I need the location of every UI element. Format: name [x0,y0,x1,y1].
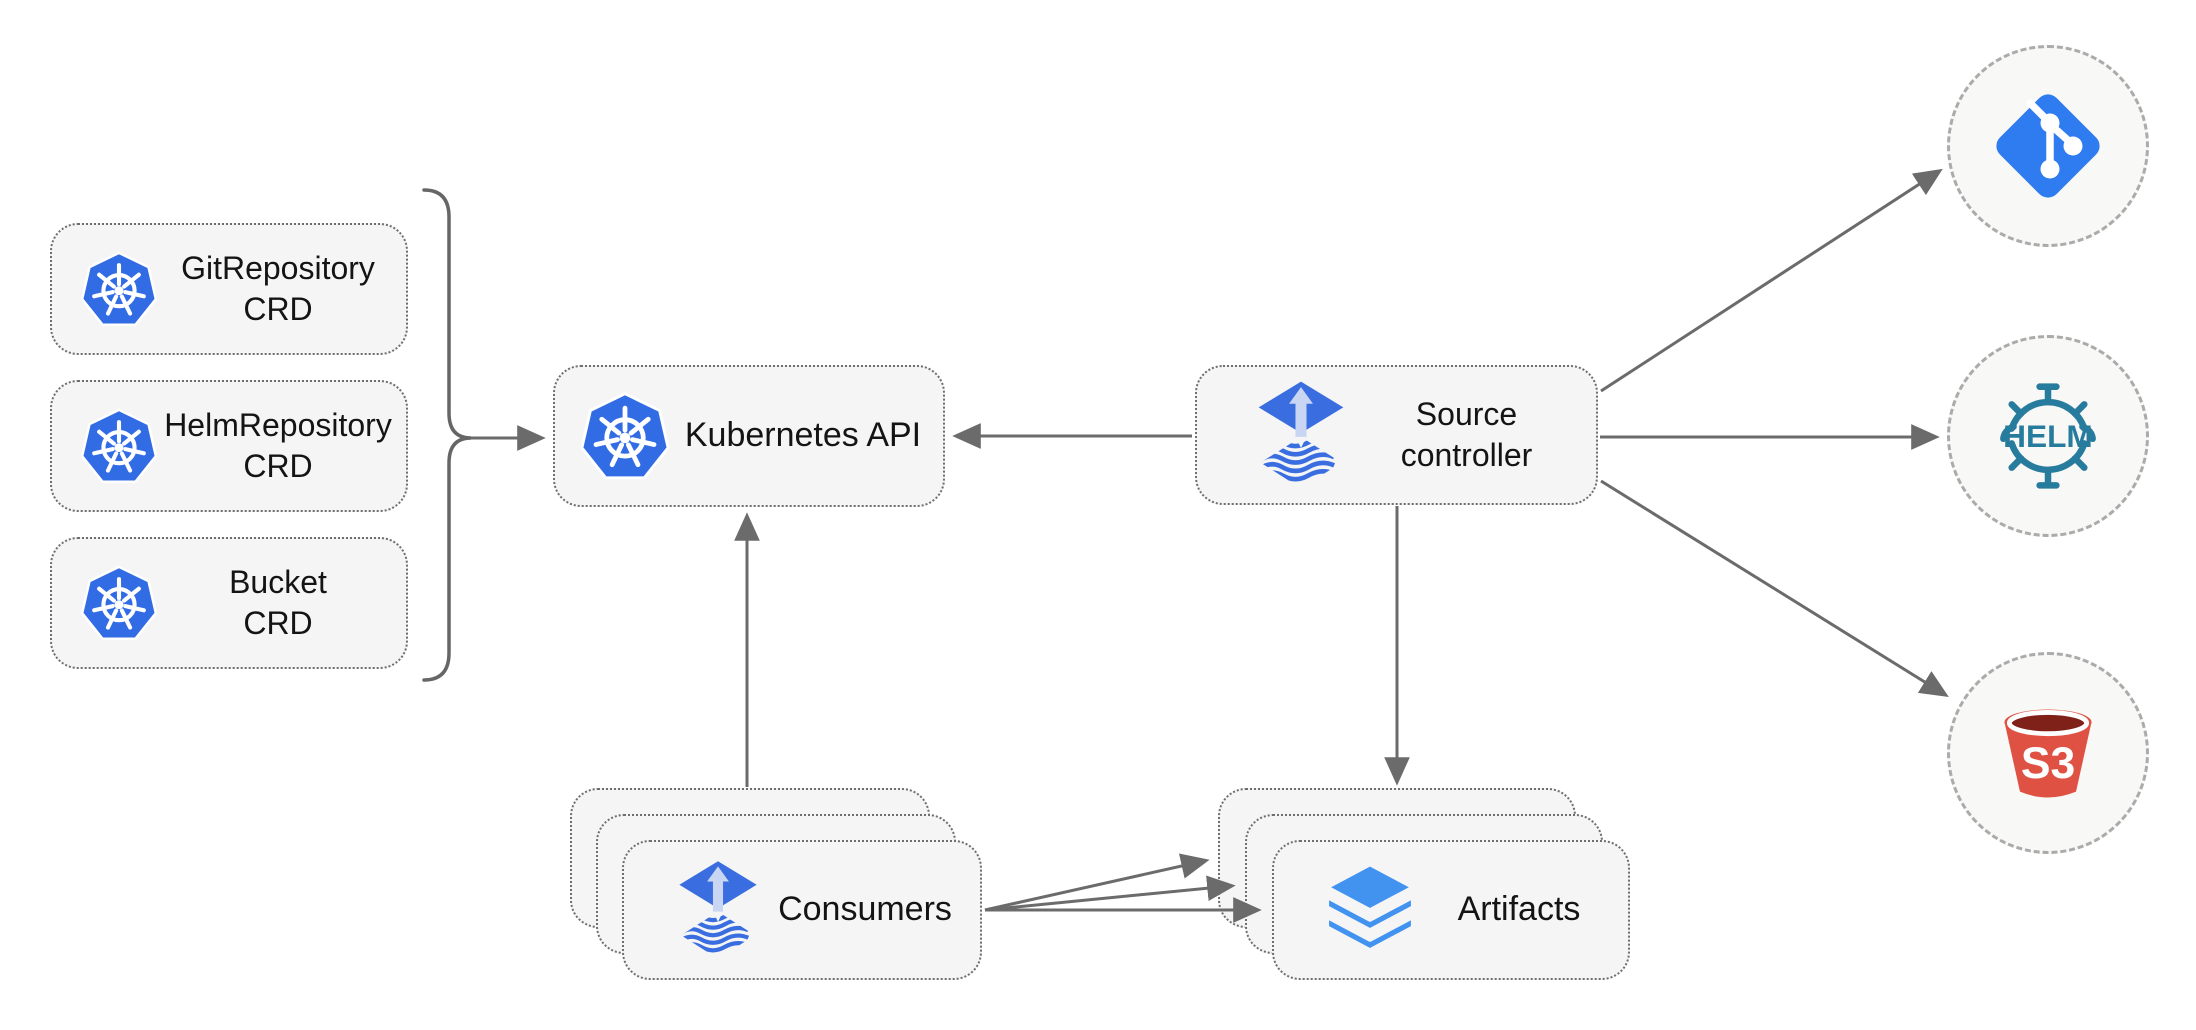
kubernetes-logo-icon [78,405,160,487]
source-line2: controller [1400,437,1533,473]
edge-consumers-to-artifacts-2 [984,875,1236,912]
layers-icon [1320,860,1420,960]
circle-git [1947,45,2149,247]
crd-suffix: CRD [243,448,313,484]
node-gitrepository-crd: GitRepository CRD [50,223,408,355]
flux-logo-icon [1255,379,1347,491]
flux-logo-icon [676,859,760,961]
artifacts-label: Artifacts [1457,890,1581,929]
node-helmrepository-crd: HelmRepository CRD [50,380,408,512]
s3-bucket-icon: S3 [1990,695,2106,811]
node-label: GitRepository CRD [160,248,406,330]
kubernetes-api-label: Kubernetes API [684,416,922,455]
edge-source-to-git [1600,168,1943,393]
crd-suffix: CRD [243,605,313,641]
crd-suffix: CRD [243,291,313,327]
node-bucket-crd: Bucket CRD [50,537,408,669]
git-logo-icon [1986,84,2110,208]
source-line1: Source [1415,396,1518,433]
crd-name: Bucket [229,564,327,601]
crd-name: GitRepository [181,250,375,287]
node-kubernetes-api: Kubernetes API [553,365,945,507]
circle-s3: S3 [1947,652,2149,854]
crds-brace [422,188,472,682]
helm-logo-icon: HELM [1992,369,2104,503]
node-source-controller: Source controller [1195,365,1598,505]
edge-source-to-s3 [1600,479,1949,698]
crd-name: HelmRepository [164,407,392,444]
consumers-label: Consumers [778,890,952,929]
kubernetes-logo-icon [78,248,160,330]
kubernetes-logo-icon [577,388,673,484]
circle-helm: HELM [1947,335,2149,537]
kubernetes-logo-icon [78,562,160,644]
source-controller-label: Source controller [1347,394,1596,476]
node-label: Bucket CRD [160,562,406,644]
node-label: HelmRepository CRD [160,405,406,487]
edge-consumers-to-artifacts-1 [984,853,1210,912]
s3-text: S3 [2021,739,2075,788]
helm-text: HELM [2003,418,2093,454]
node-artifacts: Artifacts [1272,840,1630,980]
node-consumers: Consumers [622,840,982,980]
